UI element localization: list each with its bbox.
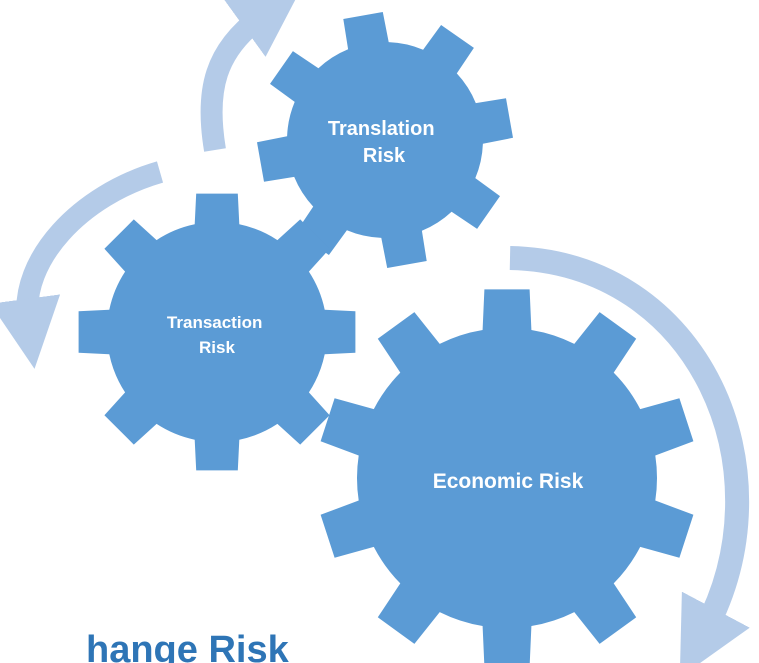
translation-gear-icon xyxy=(257,12,513,268)
transaction-risk-label: Transaction Risk xyxy=(167,313,267,357)
translation-risk-label: Translation Risk xyxy=(328,118,440,167)
arrow-transaction-to-translation xyxy=(200,0,302,152)
economic-risk-label: Economic Risk xyxy=(433,470,584,493)
arrow-translation-to-economic xyxy=(509,246,750,663)
gears-layer: Translation Risk Transaction Risk Econom… xyxy=(78,12,694,663)
gear-economic: Economic Risk xyxy=(320,289,694,663)
arrow-translation-to-transaction xyxy=(0,161,164,369)
footer-title: hange Risk xyxy=(86,629,290,663)
gear-translation: Translation Risk xyxy=(257,12,513,268)
economic-gear-icon xyxy=(320,289,694,663)
transaction-gear-icon xyxy=(78,193,356,471)
gear-transaction: Transaction Risk xyxy=(78,193,356,471)
